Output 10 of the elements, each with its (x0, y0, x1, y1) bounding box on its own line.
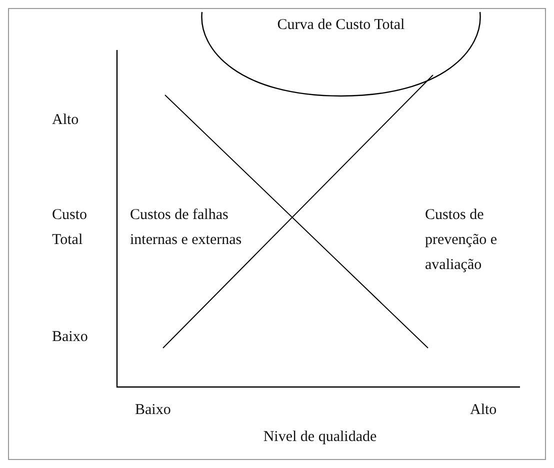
axis-label: Custo Total (52, 206, 88, 250)
axis-label: Custos de prevenção e avaliação (425, 206, 498, 275)
u-curve-shape (200, 10, 482, 98)
axis-label: Custos de falhas internas e externas (130, 206, 243, 250)
axis-label: Baixo (135, 401, 172, 420)
curve-title: Curva de Custo Total (276, 16, 406, 35)
axis-label: Alto (52, 111, 80, 130)
axis-label: Baixo (52, 328, 89, 347)
axis-label: Nivel de qualidade (262, 428, 378, 447)
axis-label: Alto (470, 401, 498, 420)
